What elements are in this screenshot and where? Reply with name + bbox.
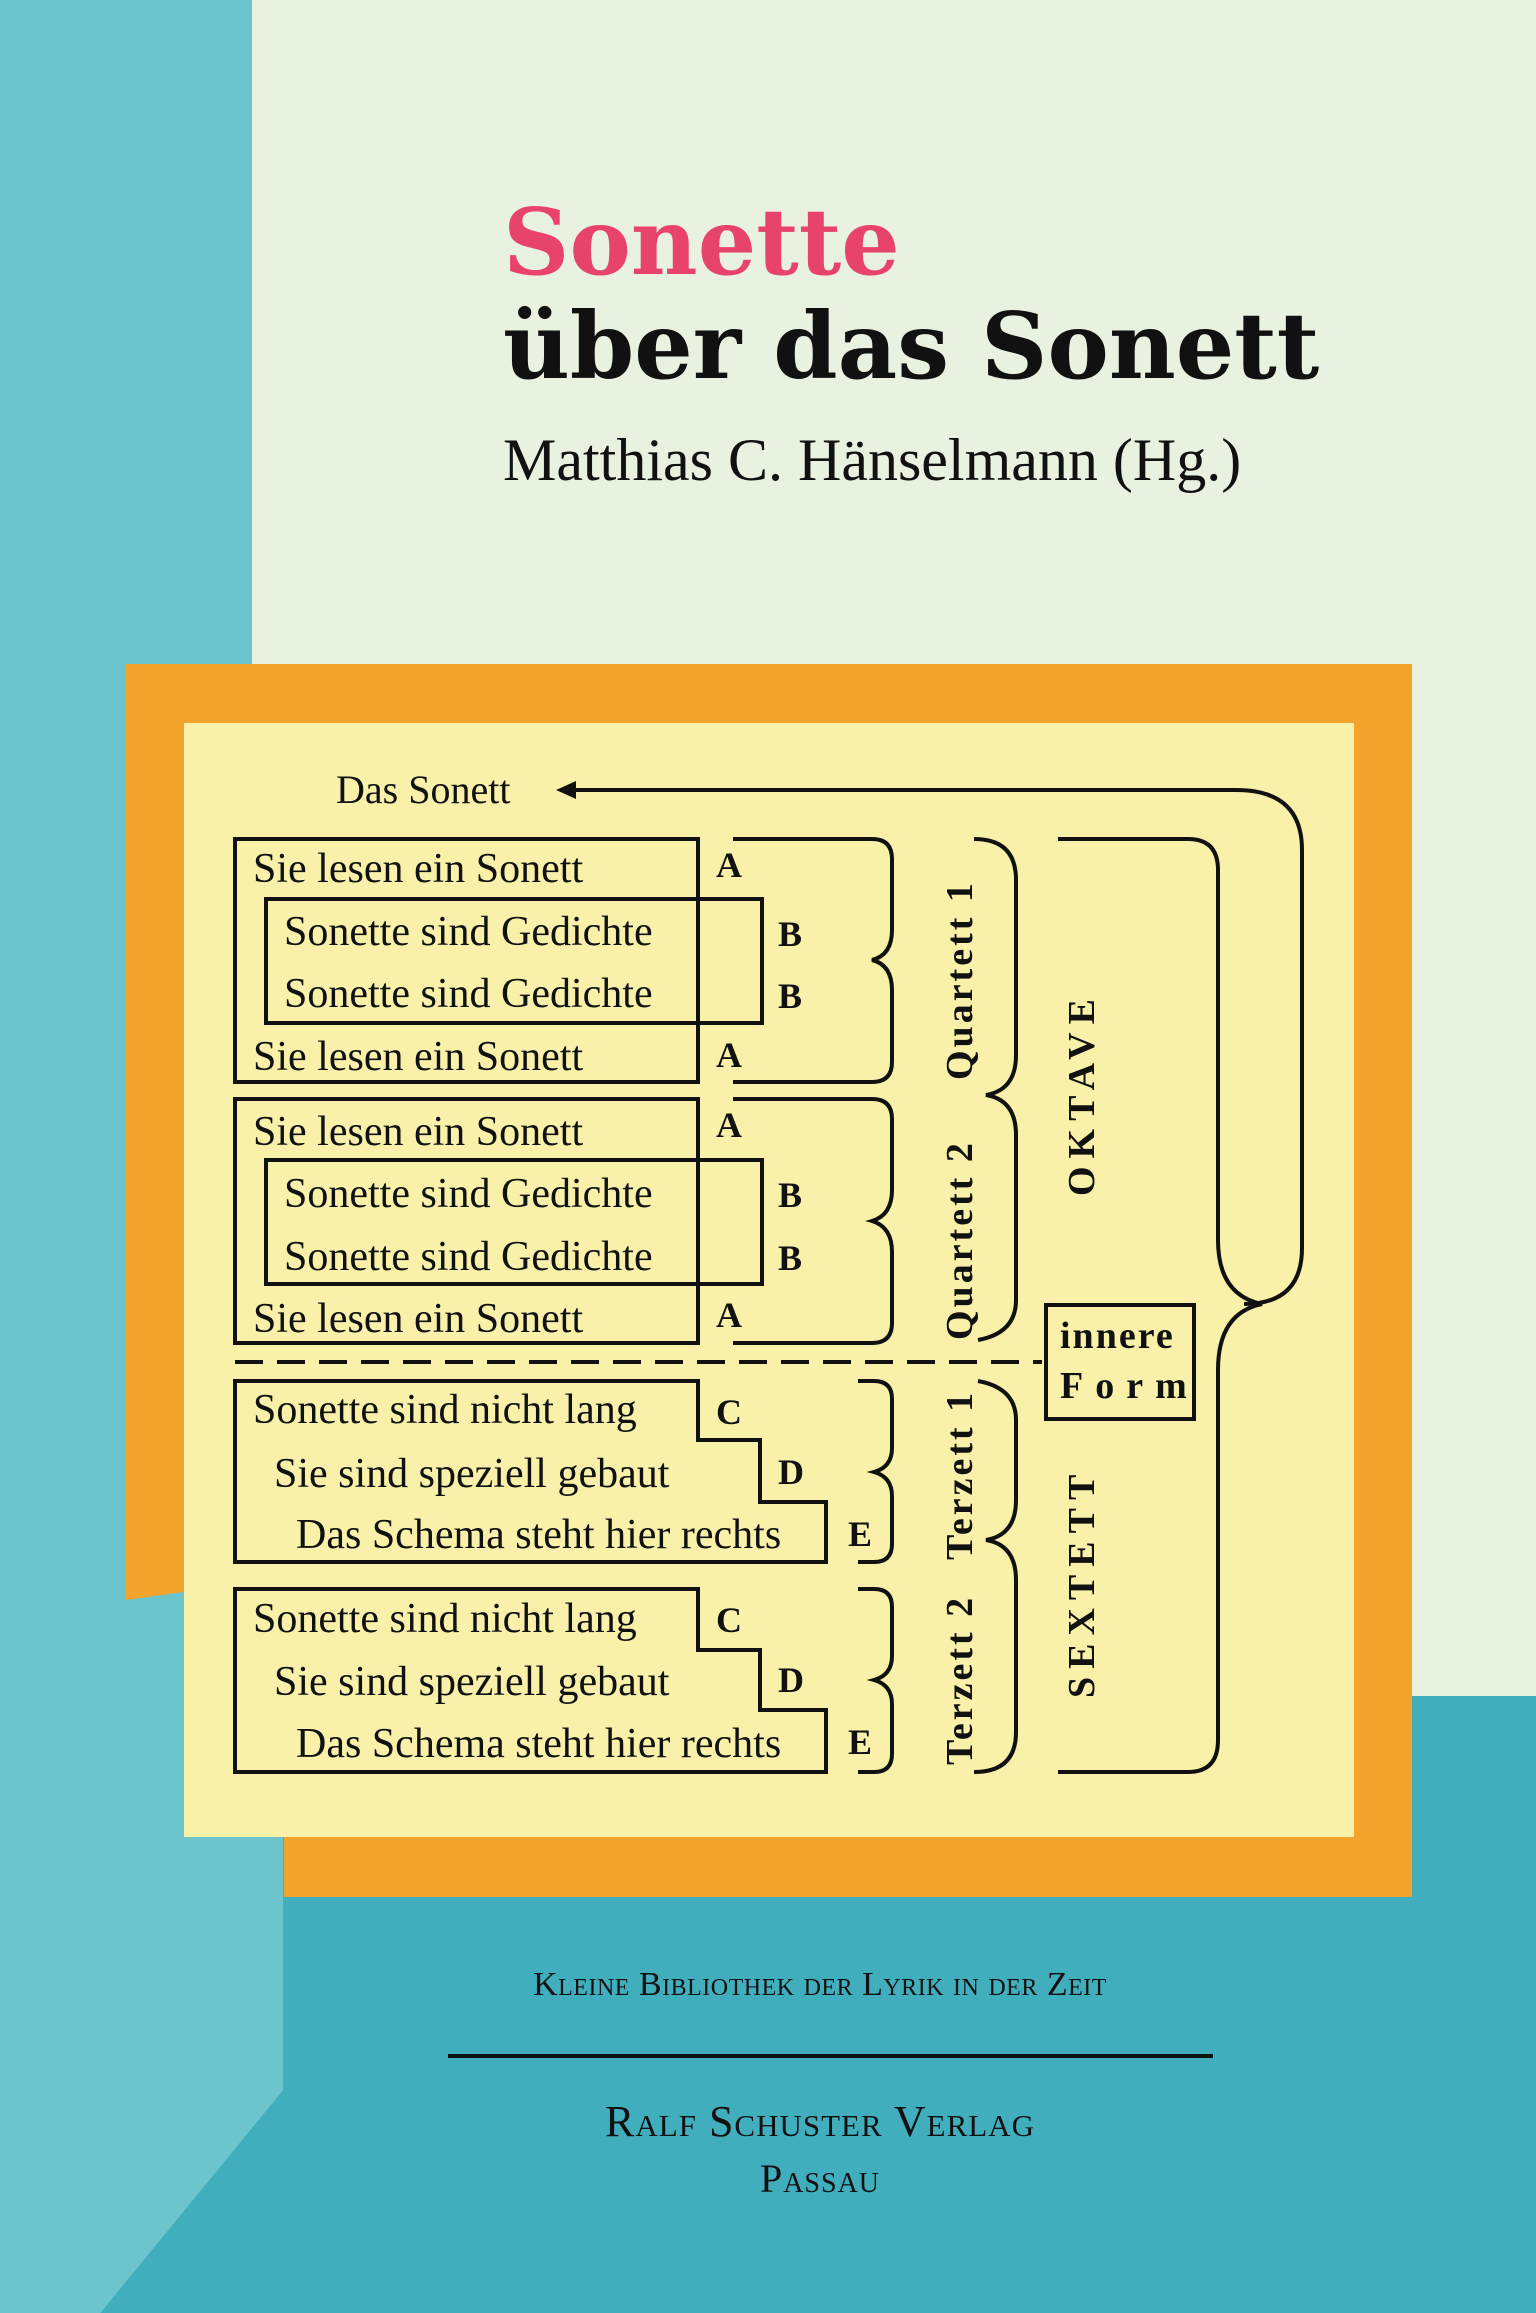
rhyme-letter: B <box>778 976 802 1016</box>
rhyme-letter: B <box>778 914 802 954</box>
title-line-2: über das Sonett <box>503 292 1320 400</box>
rhyme-letter: A <box>716 1295 742 1335</box>
inner-form-line2: Form <box>1060 1365 1199 1407</box>
diagram-heading: Das Sonett <box>336 767 510 812</box>
label-terzett-1: Terzett 1 <box>939 1390 981 1560</box>
label-sextett: SEXTETT <box>1061 1467 1103 1698</box>
verse-line: Sonette sind nicht lang <box>253 1387 637 1433</box>
verse-line: Sie lesen ein Sonett <box>253 1034 583 1080</box>
yellow-panel <box>184 723 1354 1837</box>
series-name: Kleine Bibliothek der Lyrik in der Zeit <box>533 1966 1107 2003</box>
verse-line: Sonette sind nicht lang <box>253 1596 637 1642</box>
verse-line: Das Schema steht hier rechts <box>296 1721 781 1767</box>
publisher-name: Ralf Schuster Verlag <box>605 2097 1035 2146</box>
rhyme-letter: E <box>848 1722 872 1762</box>
label-terzett-2: Terzett 2 <box>939 1595 981 1765</box>
verse-line: Sie sind speziell gebaut <box>274 1659 670 1705</box>
rhyme-letter: C <box>716 1392 742 1432</box>
rhyme-letter: D <box>778 1452 804 1492</box>
rhyme-letter: A <box>716 1035 742 1075</box>
inner-form-line1: innere <box>1060 1315 1175 1357</box>
label-quartett-2: Quartett 2 <box>939 1140 981 1340</box>
verse-line: Sie sind speziell gebaut <box>274 1451 670 1497</box>
editor-name: Matthias C. Hänselmann (Hg.) <box>503 427 1242 493</box>
label-quartett-1: Quartett 1 <box>939 880 981 1080</box>
rhyme-letter: B <box>778 1238 802 1278</box>
rhyme-letter: A <box>716 845 742 885</box>
verse-line: Sonette sind Gedichte <box>284 909 653 955</box>
rhyme-letter: C <box>716 1600 742 1640</box>
verse-line: Sie lesen ein Sonett <box>253 1109 583 1155</box>
rhyme-letter: D <box>778 1660 804 1700</box>
teal-right-strip <box>1412 1696 1536 1736</box>
rhyme-letter: B <box>778 1175 802 1215</box>
verse-line: Sie lesen ein Sonett <box>253 1296 583 1342</box>
title-block: Sonette über das Sonett Matthias C. Häns… <box>503 196 1503 490</box>
verse-line: Sie lesen ein Sonett <box>253 846 583 892</box>
verse-line: Sonette sind Gedichte <box>284 971 653 1017</box>
rhyme-letter: A <box>716 1105 742 1145</box>
diagram-lines <box>233 788 1304 1774</box>
title-line-1: Sonette <box>503 188 900 296</box>
divider-rule <box>448 2054 1213 2058</box>
verse-line: Sonette sind Gedichte <box>284 1234 653 1280</box>
verse-line: Sonette sind Gedichte <box>284 1171 653 1217</box>
label-oktave: OKTAVE <box>1061 991 1103 1196</box>
verse-line: Das Schema steht hier rechts <box>296 1512 781 1558</box>
rhyme-letter: E <box>848 1514 872 1554</box>
publisher-place: Passau <box>759 2156 881 2201</box>
arrow-head <box>556 781 576 799</box>
